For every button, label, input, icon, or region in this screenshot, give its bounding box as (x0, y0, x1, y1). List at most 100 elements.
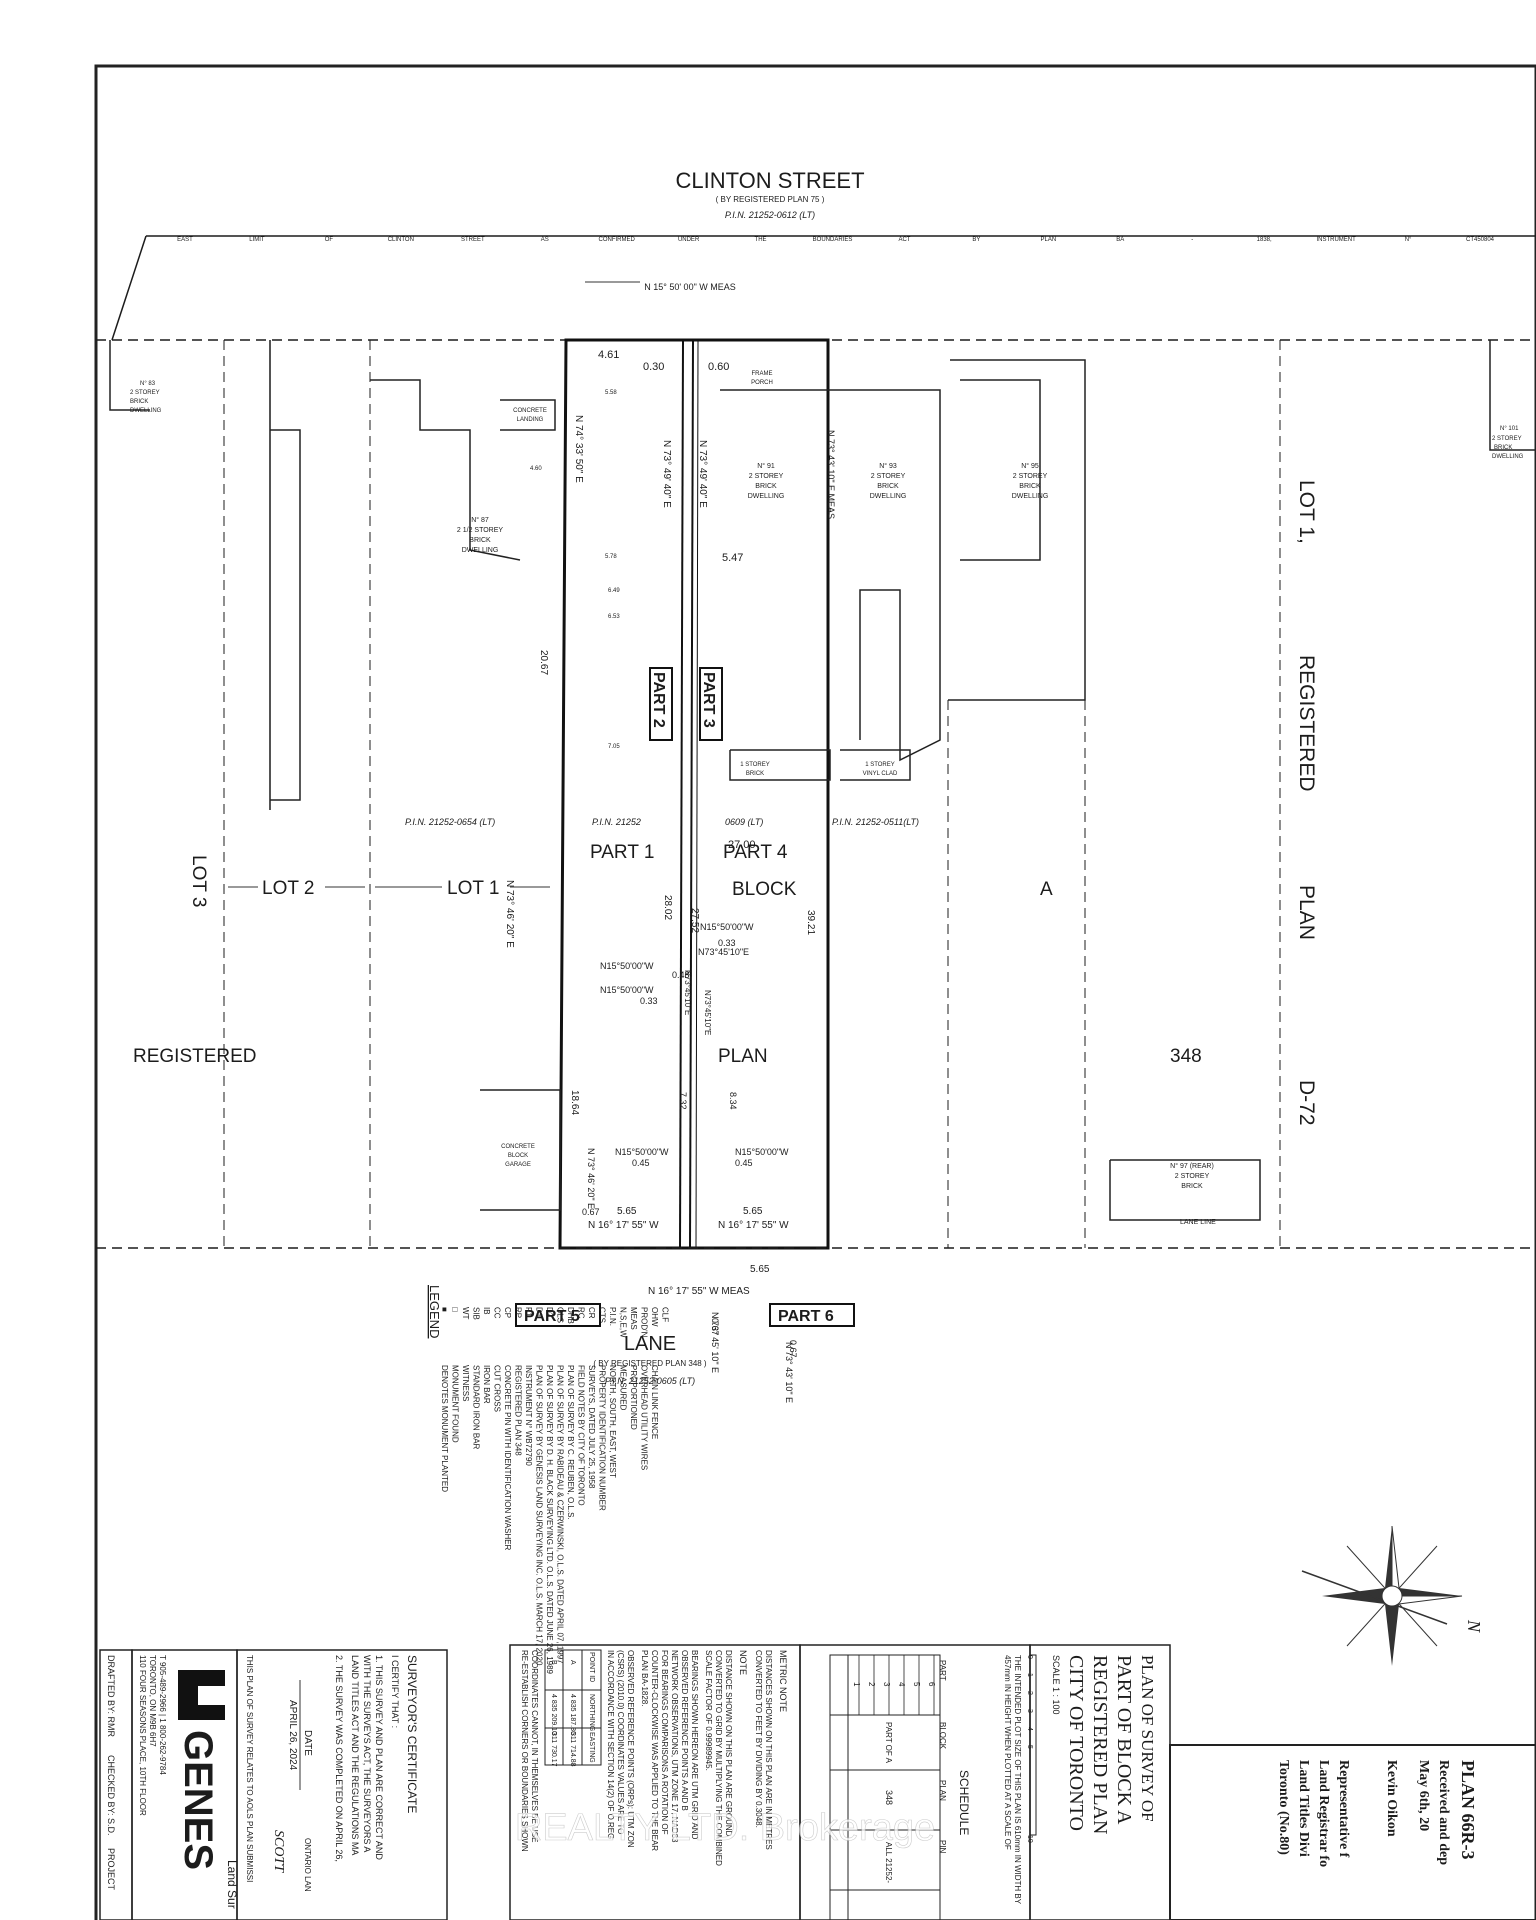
svg-text:May 6th, 20: May 6th, 20 (1416, 1760, 1431, 1831)
svg-text:COORDINATES CANNOT, IN THEMSEL: COORDINATES CANNOT, IN THEMSELVES BE USE (530, 1650, 539, 1842)
cert-c1c: LAND TITLES ACT AND THE REGULATIONS MA (350, 1655, 360, 1855)
svg-text:BRICK: BRICK (746, 771, 764, 777)
cert-date-value: APRIL 26, 2024 (287, 1700, 298, 1771)
watermark-text: REALTY LTD. Brokerage (515, 1807, 935, 1849)
legend-description: INSTRUMENT N° WB72790 (524, 1365, 533, 1466)
svg-text:GARAGE: GARAGE (505, 1162, 531, 1168)
svg-text:N° 95: N° 95 (1021, 462, 1039, 470)
svg-text:GENES: GENES (176, 1730, 220, 1870)
registered-left-label: REGISTERED (133, 1046, 257, 1067)
svg-text:Land Titles Divi: Land Titles Divi (1296, 1760, 1311, 1857)
legend-symbol: SIB (472, 1307, 481, 1320)
svg-text:2 STOREY: 2 STOREY (130, 390, 160, 396)
svg-text:2 STOREY: 2 STOREY (1175, 1173, 1210, 1180)
bearing-b16: N 16° 17' 55" W (718, 1220, 789, 1231)
part-5-label: PART 5 (515, 1303, 601, 1327)
svg-text:BRICK: BRICK (1019, 483, 1041, 490)
bearing-b10: N15°50'00"W (615, 1147, 669, 1157)
project-label: PROJECT (106, 1848, 116, 1891)
lane-pin: P.I.N. 21252-0605 (LT) (605, 1376, 695, 1386)
svg-text:1 STOREY: 1 STOREY (865, 762, 895, 768)
building-93: N° 93 2 STOREY BRICK DWELLING (870, 462, 907, 500)
storey-vinyl-label: 1 STOREY VINYL CLAD (863, 762, 898, 777)
dim-048: 0.48 (672, 970, 690, 980)
legend-description: OVERHEAD UTILITY WIRES (640, 1365, 649, 1470)
svg-text:4 835 209.10: 4 835 209.10 (550, 1694, 557, 1735)
legend-symbol: CR (587, 1307, 596, 1319)
svg-text:PART: PART (938, 1660, 947, 1681)
bearing-b5: N 73° 46' 20" E (504, 880, 515, 948)
scale-tick-label: 5 (1026, 1745, 1033, 1749)
street-sub: ( BY REGISTERED PLAN 75 ) (716, 195, 825, 204)
building-97: N° 97 (REAR) 2 STOREY BRICK (1170, 1162, 1214, 1190)
svg-text:DWELLING: DWELLING (870, 493, 907, 500)
legend-symbol: CP (503, 1307, 512, 1318)
svg-text:VINYL CLAD: VINYL CLAD (863, 771, 898, 777)
svg-text:PLAN BA-1828.: PLAN BA-1828. (640, 1650, 649, 1706)
bearing-b13: N73°45'10"E (683, 970, 692, 1015)
svg-text:PLAN: PLAN (938, 1780, 947, 1801)
legend-symbol: N,S,E,W (619, 1307, 628, 1338)
svg-text:BLOCK: BLOCK (508, 1153, 528, 1159)
part-4-label: PART 4 (723, 842, 788, 863)
pin-21252: P.I.N. 21252 (592, 817, 641, 827)
plan-center-label: PLAN (718, 1046, 768, 1067)
scale-tick-label: 10 (1026, 1835, 1033, 1843)
part-1-label: PART 1 (590, 842, 654, 863)
lot-1-right-label: LOT 1, (1295, 480, 1318, 544)
a-label: A (1040, 879, 1053, 900)
building-91: N° 91 2 STOREY BRICK DWELLING (748, 462, 785, 500)
dim-067c: 0.67 (788, 1340, 798, 1358)
company-address-2: TORONTO, ON M9B 6H7 (148, 1655, 157, 1747)
scale-tick-label: 2 (1026, 1691, 1033, 1695)
north-label: N (1464, 1619, 1484, 1633)
legend-symbol: ■ (440, 1307, 449, 1312)
dim-045a: 0.45 (632, 1158, 650, 1168)
svg-text:OBSERVED REFERENCE POINTS (ORP: OBSERVED REFERENCE POINTS (ORPs): UTM ZO… (626, 1650, 635, 1848)
legend-symbol: D1 (535, 1307, 544, 1318)
svg-text:N° 87: N° 87 (471, 516, 489, 524)
svg-text:THE INTENDED PLOT SIZE OF THIS: THE INTENDED PLOT SIZE OF THIS PLAN IS 6… (1013, 1655, 1022, 1905)
svg-text:PLAN OF SURVEY OF: PLAN OF SURVEY OF (1138, 1655, 1157, 1822)
svg-text:BLOCK: BLOCK (938, 1722, 947, 1750)
svg-text:RE-ESTABLISH CORNERS OR BOUNDA: RE-ESTABLISH CORNERS OR BOUNDARIES SHOWN (520, 1650, 529, 1852)
street-limit-word: CT450804 (1466, 237, 1495, 243)
registry-block: Toronto (No.80) Land Titles Divi Land Re… (1276, 1760, 1478, 1867)
building-83: N° 83 2 STOREY BRICK DWELLING (130, 381, 162, 414)
street-limit-word: INSTRUMENT (1316, 237, 1356, 243)
frame-porch-label: FRAME PORCH (751, 371, 773, 386)
dim-653: 6.53 (608, 614, 620, 620)
legend-description: NORTH, SOUTH, EAST, WEST (608, 1365, 617, 1478)
scale-tick-label: 1 (1026, 1673, 1033, 1677)
dim-045b: 0.45 (735, 1158, 753, 1168)
dim-705: 7.05 (608, 744, 620, 750)
svg-text:2 STOREY: 2 STOREY (1492, 436, 1522, 442)
legend-description: PLAN OF SURVEY BY GENESIS LAND SURVEYING… (535, 1365, 544, 1666)
legend-description: MONUMENT FOUND (451, 1365, 460, 1443)
svg-text:PART OF A: PART OF A (884, 1722, 893, 1764)
legend-symbol: PROD'N (640, 1307, 649, 1338)
building-101: N° 101 2 STOREY BRICK DWELLING (1492, 426, 1524, 460)
svg-text:METRIC NOTE: METRIC NOTE (778, 1650, 788, 1712)
svg-text:DWELLING: DWELLING (130, 408, 162, 414)
svg-text:SCHEDULE: SCHEDULE (957, 1770, 971, 1835)
legend-description: PLAN OF SURVEY BY RABIDEAU & CZERWINSKI,… (556, 1365, 565, 1664)
cert-i-certify: I CERTIFY THAT : (390, 1655, 400, 1728)
cert-relates: THIS PLAN OF SURVEY RELATES TO AOLS PLAN… (245, 1655, 254, 1882)
svg-text:DWELLING: DWELLING (462, 547, 499, 554)
building-87: N° 87 2 1/2 STOREY BRICK DWELLING (457, 516, 504, 554)
scale-tick-label: 4 (1026, 1727, 1033, 1731)
legend-description: CONCRETE PIN WITH IDENTIFICATION WASHER (503, 1365, 512, 1551)
north-arrow-icon (1301, 1525, 1463, 1666)
legend-symbol: CC (493, 1307, 502, 1319)
cert-c1b: WITH THE SURVEYS ACT, THE SURVEYORS A (362, 1655, 372, 1852)
schedule-part-number: 5 (912, 1682, 921, 1687)
street-limit-word: CONFIRMED (598, 237, 635, 243)
legend-symbol: GLS (556, 1307, 565, 1323)
svg-text:DWELLING: DWELLING (1492, 454, 1524, 460)
drafted-by: DRAFTED BY: RMR (106, 1655, 116, 1738)
bearing-b18: N 73° 43' 10" E (784, 1342, 794, 1403)
svg-text:N° 97 (REAR): N° 97 (REAR) (1170, 1162, 1214, 1170)
